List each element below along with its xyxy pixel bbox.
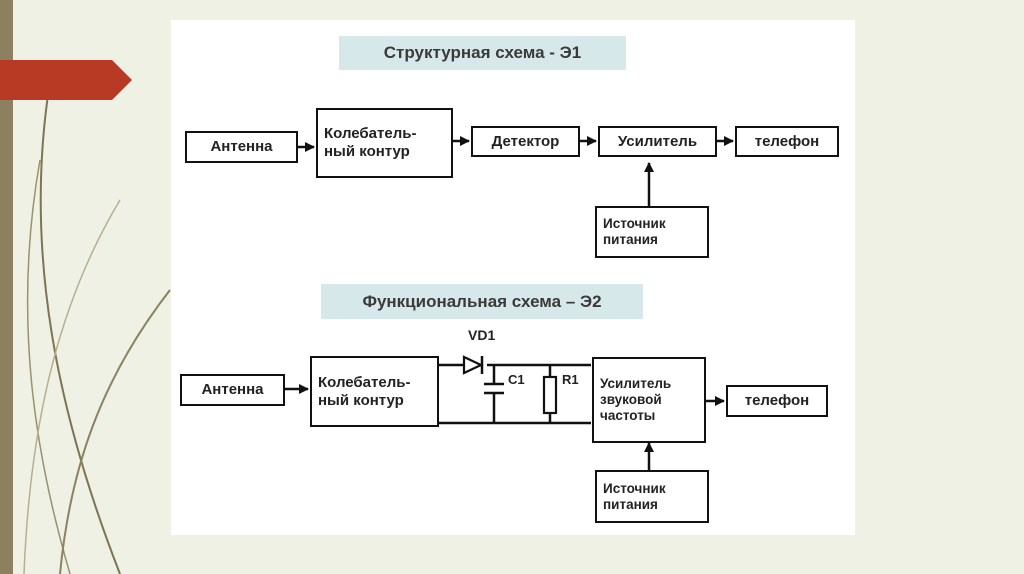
amplifier-label-line3: частоты — [600, 408, 656, 423]
phone-label: телефон — [744, 392, 810, 409]
power-source-block: Источник питания — [595, 470, 709, 523]
circuit-label-line2: ный контур — [324, 143, 410, 160]
functional-scheme-title: Функциональная схема – Э2 — [321, 284, 643, 319]
antenna-label: Антенна — [201, 381, 264, 398]
diode-label: VD1 — [468, 327, 496, 343]
power-label-line2: питания — [603, 232, 658, 247]
accent-arrow — [0, 60, 132, 100]
resistor-label: R1 — [562, 372, 579, 387]
circuit-label-line2: ный контур — [318, 391, 404, 409]
audio-amplifier-block: Усилитель звуковой частоты — [592, 357, 706, 443]
power-label-line1: Источник — [603, 480, 666, 496]
amplifier-label-line1: Усилитель — [600, 376, 672, 391]
phone-label: телефон — [754, 132, 820, 150]
detector-label: Детектор — [491, 132, 560, 150]
left-edge-bar — [0, 0, 13, 574]
capacitor-label: C1 — [508, 372, 525, 387]
diode-symbol — [462, 355, 484, 375]
amplifier-block: Усилитель — [598, 126, 717, 157]
detector-block: Детектор — [471, 126, 580, 157]
antenna-label: Антенна — [210, 138, 273, 155]
decorative-curve — [39, 69, 121, 574]
phone-block: телефон — [726, 385, 828, 417]
amplifier-label: Усилитель — [617, 132, 698, 150]
antenna-block: Антенна — [185, 131, 298, 163]
power-label-line2: питания — [603, 496, 658, 512]
decorative-curve — [59, 289, 171, 574]
power-source-block: Источник питания — [595, 206, 709, 258]
antenna-block: Антенна — [180, 374, 285, 406]
phone-block: телефон — [735, 126, 839, 157]
circuit-label-line1: Колебатель- — [324, 125, 417, 142]
diagram-wires — [285, 136, 734, 470]
resistor-symbol — [542, 375, 558, 415]
decorative-curve — [23, 199, 121, 574]
oscillating-circuit-block: Колебатель- ный контур — [316, 108, 453, 178]
circuit-label-line1: Колебатель- — [318, 373, 411, 391]
diagram-panel: Структурная схема - Э1 Антенна Колебател… — [171, 20, 855, 535]
structural-scheme-title: Структурная схема - Э1 — [339, 36, 626, 70]
oscillating-circuit-block: Колебатель- ный контур — [310, 356, 439, 427]
power-label-line1: Источник — [603, 216, 666, 231]
capacitor-symbol — [484, 382, 504, 395]
decorative-curve — [26, 159, 71, 574]
amplifier-label-line2: звуковой — [600, 392, 662, 407]
